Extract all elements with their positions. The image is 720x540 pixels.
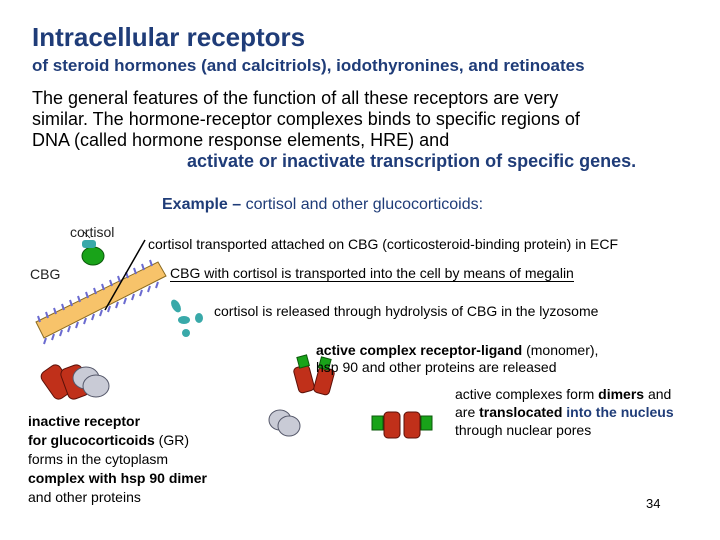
step6-line1: inactive receptor	[28, 413, 141, 429]
intro-paragraph: The general features of the function of …	[32, 88, 702, 172]
step-cbg-transport: cortisol transported attached on CBG (co…	[148, 236, 618, 252]
cbg-protein	[81, 231, 105, 266]
intro-line-4: activate or inactivate transcription of …	[187, 151, 637, 171]
intro-line-3: DNA (called hormone response elements, H…	[32, 130, 450, 150]
step-hydrolysis: cortisol is released through hydrolysis …	[214, 303, 599, 319]
membrane-lipid-heads	[37, 259, 159, 345]
step4-line2: hsp 90 and other proteins are released	[316, 359, 557, 375]
slide-subtitle: of steroid hormones (and calcitriols), i…	[32, 56, 585, 75]
step4-bold: active complex receptor-ligand	[316, 342, 523, 358]
step-inactive-receptor: inactive receptor for glucocorticoids (G…	[28, 412, 248, 507]
hsp90-released	[268, 409, 301, 437]
cell-membrane	[35, 259, 167, 345]
step-megalin-text: CBG with cortisol is transported into th…	[170, 265, 574, 282]
receptor-dimers	[371, 411, 433, 439]
slide-title: Intracellular receptors	[32, 22, 306, 52]
inactive-receptor-complex	[40, 364, 110, 400]
label-cbg: CBG	[30, 266, 61, 282]
step6-line2a: for glucocorticoids	[28, 432, 155, 448]
step5-pre: active complexes form	[455, 386, 599, 402]
step-active-complex: active complex receptor-ligand (monomer)…	[316, 342, 676, 376]
step5-into-nucleus: into the nucleus	[566, 404, 674, 420]
example-rest: cortisol and other glucocorticoids:	[241, 196, 484, 213]
intro-line-2: similar. The hormone-receptor complexes …	[32, 109, 580, 129]
step6-line4: complex with hsp 90 dimer	[28, 470, 207, 486]
example-heading: Example – cortisol and other glucocortic…	[162, 196, 483, 214]
page-number: 34	[646, 496, 661, 511]
step6-line3: forms in the cytoplasm	[28, 451, 169, 467]
megalin-line	[104, 239, 146, 311]
label-cortisol: cortisol	[70, 224, 115, 240]
step5-translocated: translocated	[479, 404, 563, 420]
intro-line-1: The general features of the function of …	[32, 88, 559, 108]
released-cortisol	[171, 299, 203, 337]
step-dimerization: active complexes form dimers and are tra…	[455, 385, 715, 439]
step-megalin-uptake: CBG with cortisol is transported into th…	[170, 265, 574, 282]
example-lead: Example –	[162, 196, 242, 213]
step5-mid: and	[644, 386, 672, 402]
step6-line2b: (GR)	[154, 432, 190, 448]
step5-line3: through nuclear pores	[455, 422, 592, 438]
active-receptor-monomers	[293, 354, 335, 396]
step6-line5: and other proteins	[28, 489, 141, 505]
step5-pre2: are	[455, 404, 480, 420]
step4-rest: (monomer),	[522, 342, 599, 358]
step5-dimers: dimers	[598, 386, 645, 402]
